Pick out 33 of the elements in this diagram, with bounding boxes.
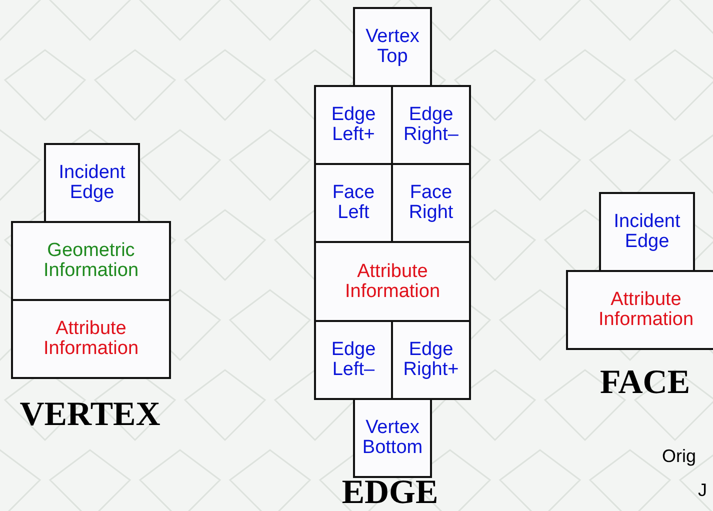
record-field-box bbox=[599, 192, 695, 272]
field-label: Edge Left– bbox=[330, 340, 377, 380]
field-label: Attribute Information bbox=[344, 262, 442, 302]
field-label: Edge Left+ bbox=[330, 105, 377, 145]
field-label: Face Right bbox=[408, 183, 454, 223]
field-label: Incident Edge bbox=[612, 212, 682, 252]
field-label: Edge Right– bbox=[402, 105, 460, 145]
record-field-box bbox=[391, 85, 471, 165]
record-field-box bbox=[44, 143, 140, 223]
note-text: J bbox=[698, 480, 707, 501]
record-field-box bbox=[391, 320, 471, 400]
record-field-box bbox=[314, 320, 393, 400]
field-label: Attribute Information bbox=[597, 290, 695, 330]
record-field-box bbox=[11, 299, 171, 379]
record-field-box bbox=[353, 7, 432, 87]
structure-title: EDGE bbox=[342, 474, 438, 511]
field-label: Attribute Information bbox=[42, 319, 140, 359]
record-field-box bbox=[353, 398, 432, 478]
record-field-box bbox=[566, 270, 713, 350]
structure-title: FACE bbox=[600, 364, 690, 402]
record-field-box bbox=[314, 163, 393, 243]
field-label: Face Left bbox=[331, 183, 376, 223]
field-label: Incident Edge bbox=[58, 163, 126, 203]
field-label: Edge Right+ bbox=[402, 340, 460, 380]
structure-title: VERTEX bbox=[20, 396, 160, 434]
record-field-box bbox=[391, 163, 471, 243]
record-field-box bbox=[314, 241, 471, 322]
field-label: Vertex Top bbox=[364, 27, 420, 67]
field-label: Vertex Bottom bbox=[361, 418, 424, 458]
field-label: Geometric Information bbox=[42, 241, 140, 281]
record-field-box bbox=[314, 85, 393, 165]
note-text: Orig bbox=[662, 446, 696, 467]
record-field-box bbox=[11, 221, 171, 301]
